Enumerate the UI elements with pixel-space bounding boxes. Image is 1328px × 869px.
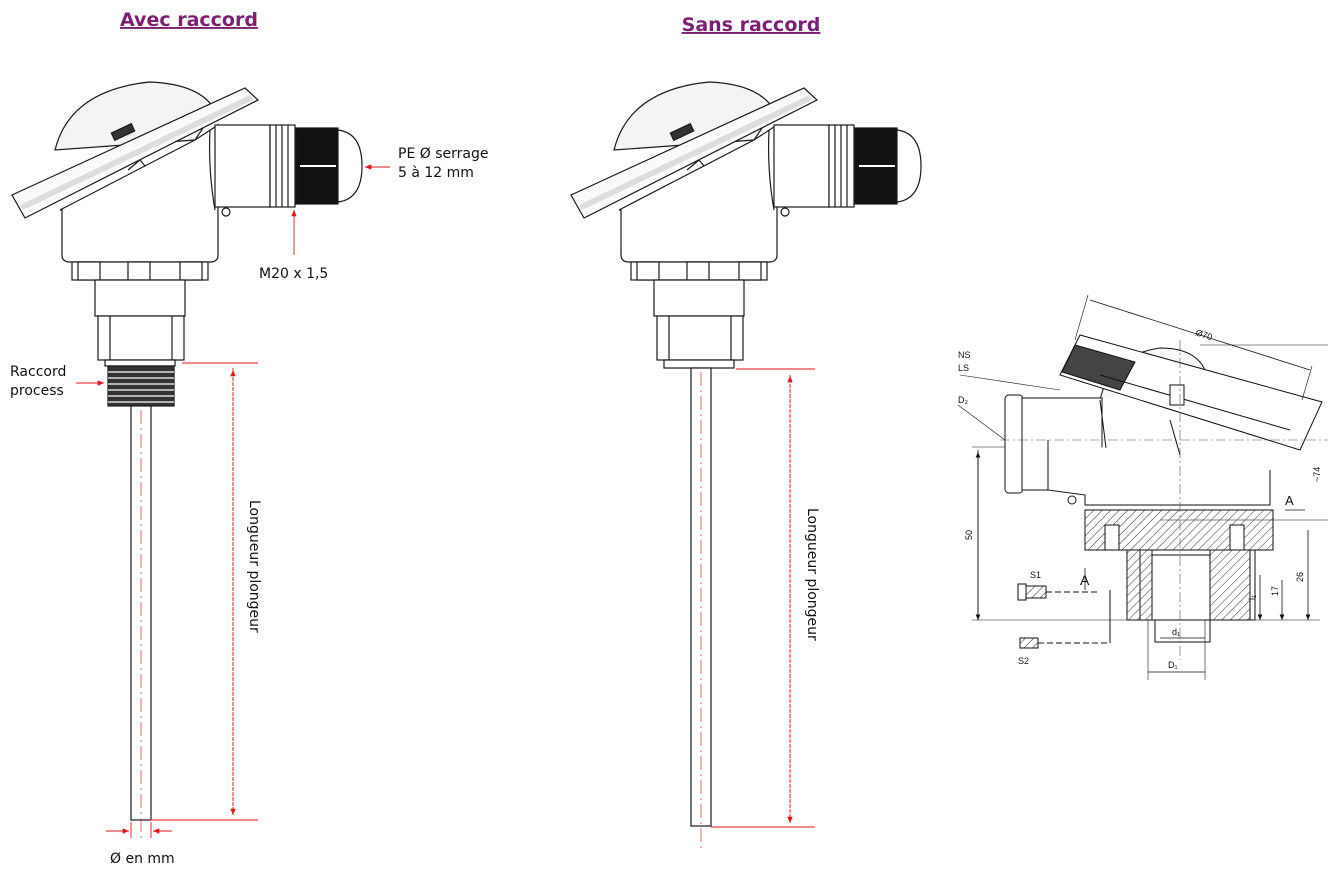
tech-label-17: 17 [1270,586,1280,596]
title-without-fitting: Sans raccord [682,14,821,36]
tech-label-section-a-left: A [1080,572,1090,588]
technical-drawing [957,294,1328,680]
tech-label-l1: l₁ [1247,595,1257,600]
left-dimensions [76,164,390,838]
fitting-label-line2: process [10,383,64,399]
section-base [1084,509,1274,643]
head-lid [11,81,260,219]
fitting-label-line1: Raccord [10,364,66,380]
screw-s2 [1019,590,1111,649]
tech-label-section-a-right: A [1285,493,1294,508]
tech-label-ns: NS [958,350,971,360]
tech-label-d2: D₂ [958,395,968,405]
terminal-head-2 [618,123,830,263]
tech-label-26: 26 [1295,572,1305,582]
tech-label-d70: Ø70 [1194,327,1213,342]
cable-gland-2 [828,124,922,208]
tech-label-d1-big: D₁ [1168,660,1178,670]
head-lid-2 [570,81,819,219]
section-lid [1059,334,1323,456]
probe-with-fitting [11,81,363,840]
length-label-left: Longueur plongeur [246,500,262,633]
screw-s1 [1017,583,1100,601]
gland-label-line1: PE Ø serrage [398,146,488,162]
diameter-label: Ø en mm [110,851,175,867]
technical-labels: Ø70 NS LS D₂ 50 S1 S2 A A l₁ 17 26 ~74 d… [958,327,1322,670]
title-with-fitting: Avec raccord [120,9,258,31]
tech-label-s1: S1 [1030,570,1041,580]
cable-gland [269,124,363,208]
head-base-2 [630,261,768,369]
tech-label-d1-small: d₁ [1172,627,1180,637]
middle-dimensions [711,368,815,828]
terminal-head [59,123,271,263]
thread-label: M20 x 1,5 [259,266,328,282]
tech-label-ls: LS [958,363,969,373]
tech-label-50: 50 [964,530,974,540]
gland-label-line2: 5 à 12 mm [398,165,474,181]
tech-label-74: ~74 [1312,467,1322,482]
length-label-right: Longueur plongeur [804,508,820,641]
process-thread [104,359,176,407]
probe-without-fitting [570,81,922,848]
head-base [71,261,209,361]
tech-label-s2: S2 [1018,656,1029,666]
